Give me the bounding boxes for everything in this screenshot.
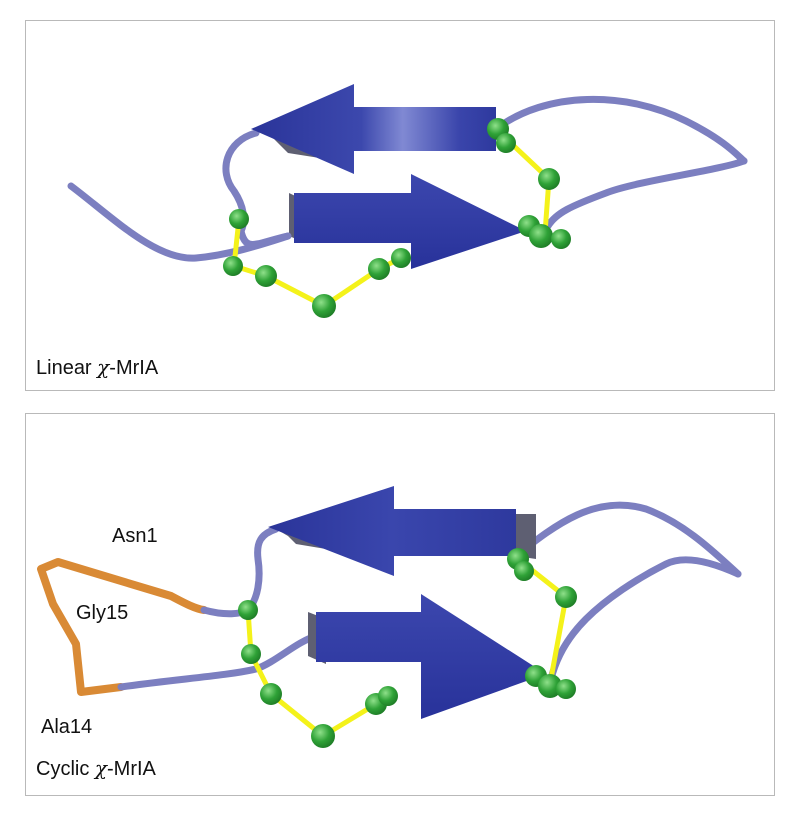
beta-strand-upper xyxy=(268,486,536,576)
residue-label-asn1: Asn1 xyxy=(112,525,158,547)
sulfur-atoms xyxy=(223,118,571,318)
coil-tubes xyxy=(117,501,742,691)
panel-caption-linear: Linear χ-MrIA xyxy=(36,355,159,379)
residue-label-gly15: Gly15 xyxy=(76,602,129,624)
beta-strand-upper xyxy=(251,84,496,174)
cyclization-linker xyxy=(37,558,208,696)
residue-label-ala14: Ala14 xyxy=(41,716,93,738)
linear-structure-panel: Linear χ-MrIA xyxy=(25,20,775,391)
panel-caption-cyclic: Cyclic χ-MrIA xyxy=(36,756,156,780)
beta-strand-lower xyxy=(289,174,526,269)
cyclic-ribbon-diagram xyxy=(37,486,742,748)
beta-strand-lower xyxy=(308,594,546,719)
sulfur-atoms xyxy=(238,548,577,748)
cyclic-structure-panel: Asn1 Gly15 Ala14 Cyclic χ-MrIA xyxy=(25,413,775,796)
linear-ribbon-diagram xyxy=(67,84,748,318)
coil-crossing xyxy=(237,227,292,248)
